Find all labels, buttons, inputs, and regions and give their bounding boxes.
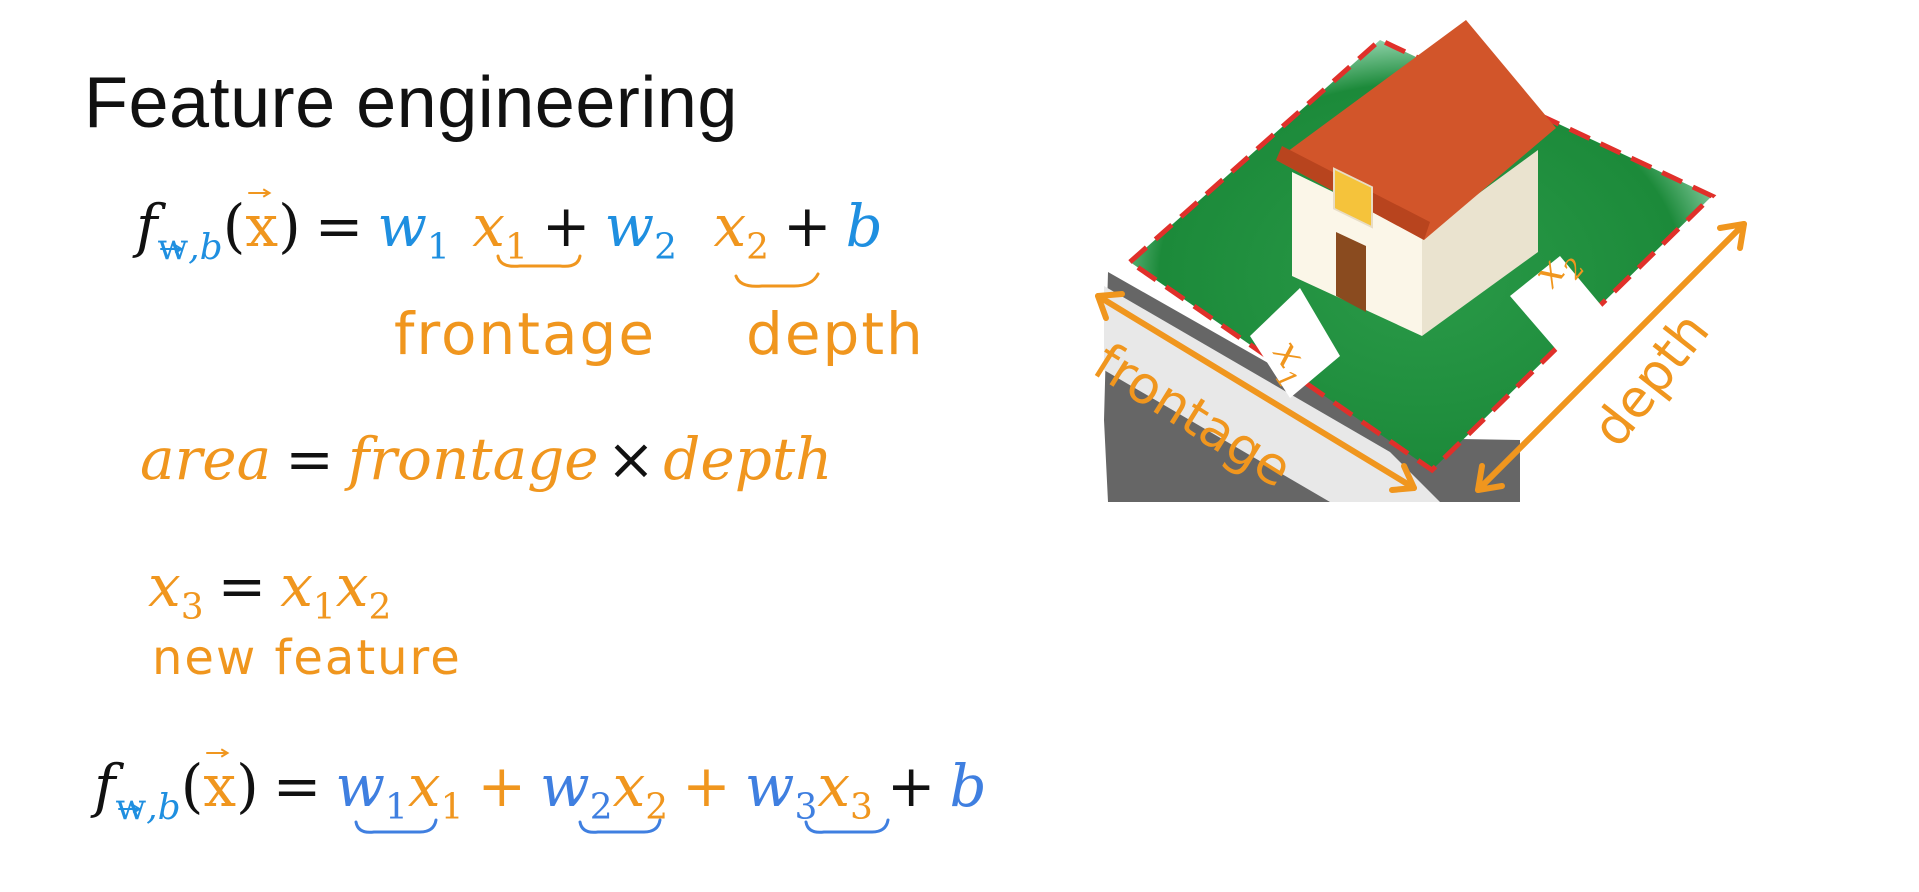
w2-sub: 2 [654,226,678,268]
x2-sub: 2 [645,786,669,828]
b-term: b [949,752,987,820]
frontage-annotation: frontage [394,300,657,368]
x1-sub: 1 [505,226,528,268]
x1: x [407,752,441,820]
x2: x [335,552,369,620]
x3: x [148,552,181,620]
x2: x [713,192,747,260]
door [1336,232,1366,312]
b-term: b [845,192,883,260]
x1-sub: 1 [312,586,336,628]
lparen: ( [222,192,246,260]
equals: = [217,552,267,620]
area-equation: area=frontage×depth [140,425,833,493]
window [1333,167,1373,229]
equals: = [285,425,334,493]
rparen: ) [278,192,301,260]
w1-sub: 1 [426,226,450,268]
x2-label-plate [1510,256,1610,354]
plus: + [886,752,936,820]
w2-brace [578,818,662,834]
model-equation-1: fw,b(x)=w1 x1+w2 x2+b [136,188,883,265]
w2-sub: 2 [589,786,613,828]
depth-annotation: depth [746,300,925,368]
x1-label-plate [1250,288,1340,398]
w3-brace [804,818,890,834]
equals: = [314,192,364,260]
b-subscript: ,b [188,226,223,268]
x1-brace [496,254,582,268]
f-symbol: f [94,752,116,820]
slide-title: Feature engineering [84,63,738,143]
x1: x [280,552,313,620]
lparen: ( [180,752,204,820]
w1-sub: 1 [384,786,408,828]
new-feature-note: new feature [152,630,462,686]
w1-brace [354,818,438,834]
w3: w [744,752,795,820]
w2: w [604,192,655,260]
equals: = [272,752,322,820]
rparen: ) [236,752,259,820]
x2-sub: 2 [746,226,770,268]
f-symbol: f [136,192,158,260]
model-equation-2: fw,b(x)=w1x1+w2x2+w3x3+b [94,748,987,825]
lot-boundary [1125,37,1717,474]
x1-sub: 1 [440,786,464,828]
illus-depth-label: depth [1581,302,1721,458]
x2-sub: 2 [368,586,392,628]
depth-arrow [1475,221,1747,493]
plus: + [783,192,832,260]
x-vector: x [203,748,236,820]
w3-sub: 3 [794,786,818,828]
b-subscript: ,b [146,786,181,828]
w2: w [540,752,590,820]
w1: w [377,192,427,260]
frontage-term: frontage [347,425,599,493]
x2-brace [734,272,820,288]
road-shoulder [1104,286,1440,502]
x3-equation: x3=x1x2 [148,552,391,625]
house-side-wall [1422,150,1538,336]
plus: + [682,752,731,820]
x-vector: x [245,188,278,260]
x3: x [817,752,851,820]
plus: + [541,192,591,260]
times: × [606,425,656,493]
x1: x [472,192,505,260]
x3-sub: 3 [180,586,204,628]
area-term: area [140,425,272,493]
frontage-arrow [1095,293,1417,491]
x3-sub: 3 [850,786,873,828]
x2: x [612,752,646,820]
depth-term: depth [663,425,833,493]
plus: + [477,752,527,820]
w1: w [335,752,385,820]
